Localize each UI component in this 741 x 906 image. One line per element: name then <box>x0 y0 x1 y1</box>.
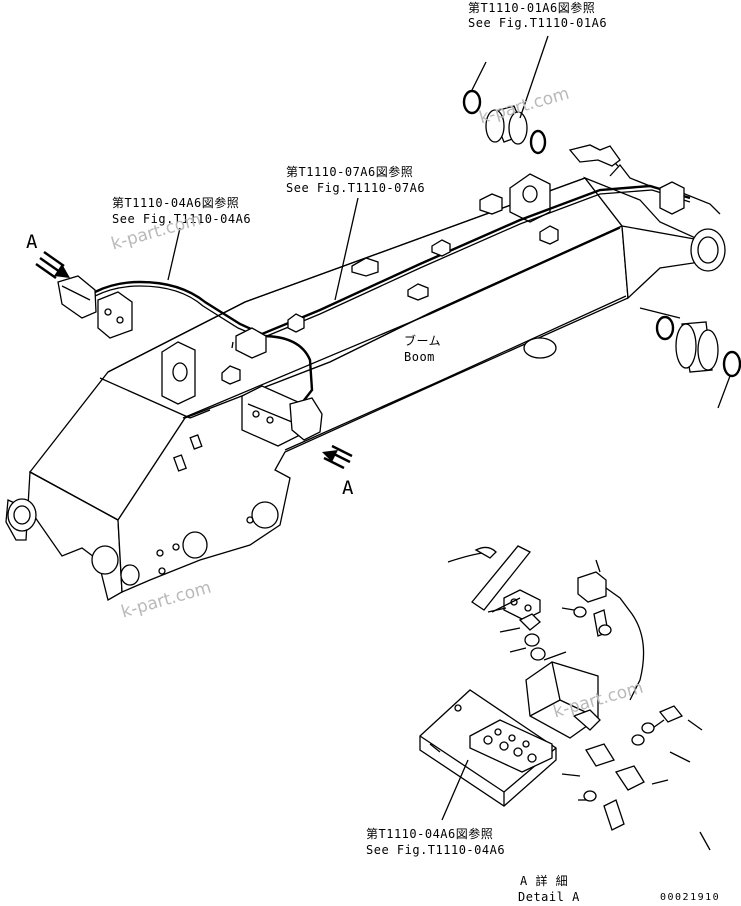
boom-tip-pin <box>523 228 726 359</box>
bushings-top <box>462 61 547 155</box>
misc-leaders <box>491 597 567 661</box>
callout-fig-07a6-ja: 第T1110-07A6図参照 <box>286 165 414 179</box>
lamp-assembly-left <box>57 275 267 359</box>
view-arrow-right <box>322 444 353 470</box>
boom-foot-pins <box>7 434 279 586</box>
view-a-left-label: A <box>26 231 38 253</box>
detail-a-title-en: Detail A <box>518 890 580 904</box>
wire-harness <box>94 149 721 414</box>
callout-fig-04a6-top-ja: 第T1110-04A6図参照 <box>112 196 240 210</box>
lamp-assembly-right <box>241 385 323 447</box>
drawing-number: 00021910 <box>660 892 721 903</box>
boom-label-en: Boom <box>404 350 435 364</box>
boom-label-ja: ブーム <box>404 334 442 348</box>
harness-clamps <box>221 144 685 385</box>
callout-fig-01a6-en: See Fig.T1110-01A6 <box>468 16 608 30</box>
cylinder-bracket <box>161 173 551 405</box>
callout-fig-04a6-detail-ja: 第T1110-04A6図参照 <box>366 827 494 841</box>
view-arrow-left <box>35 251 70 279</box>
callout-fig-01a6-ja: 第T1110-01A6図参照 <box>468 1 596 15</box>
callout-fig-07a6-en: See Fig.T1110-07A6 <box>286 181 426 195</box>
callout-fig-04a6-detail-en: See Fig.T1110-04A6 <box>366 843 506 857</box>
leader-lines <box>167 35 681 319</box>
view-a-right-label: A <box>342 477 354 499</box>
callout-fig-04a6-top-en: See Fig.T1110-04A6 <box>112 212 252 226</box>
bushings-right <box>655 315 741 409</box>
detail-a-drawing <box>419 545 711 851</box>
detail-a-title-ja: A 詳 細 <box>520 874 569 888</box>
